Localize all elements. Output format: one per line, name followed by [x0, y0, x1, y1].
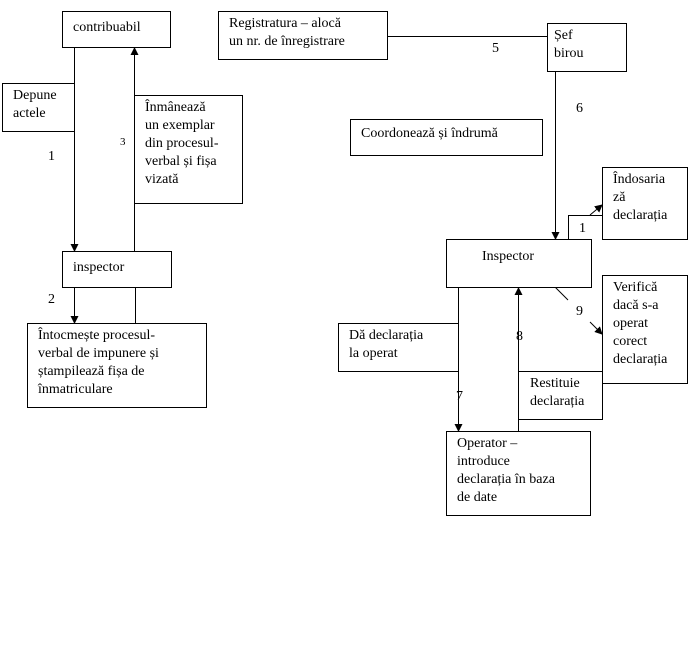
da-declaratia-box: Dă declarația la operat: [338, 323, 459, 372]
registratura-box: Registratura – alocă un nr. de înregistr…: [218, 11, 388, 60]
indosariaza-box: Îndosaria ză declarația: [602, 167, 688, 240]
inspector-box-right: Inspector: [446, 239, 592, 288]
inmaneaza-box: Înmânează un exemplar din procesul- verb…: [134, 95, 243, 204]
line-inspector-to-verifica: [554, 286, 569, 301]
arrow-to-indosariaza: [589, 204, 603, 216]
operator-box: Operator – introduce declarația în baza …: [446, 431, 591, 516]
step-label-1: 1: [48, 149, 55, 164]
intocmeste-box: Întocmește procesul- verbal de impunere …: [27, 323, 207, 408]
step-label-6: 6: [576, 101, 583, 116]
step-label-1-right: 1: [579, 221, 586, 236]
verifica-box: Verifică dacă s-a operat corect declaraț…: [602, 275, 688, 384]
contribuabil-box: contribuabil: [62, 11, 171, 48]
coordoneaza-box: Coordonează și îndrumă: [350, 119, 543, 156]
step-label-3: 3: [120, 136, 126, 148]
arrow-to-verifica: [589, 321, 603, 335]
step-label-2: 2: [48, 292, 55, 307]
line-inspector-to-indosariaza: [568, 215, 602, 239]
step-label-7: 7: [456, 389, 463, 404]
restituie-box: Restituie declarația: [518, 371, 603, 420]
sef-birou-box: Șef birou: [547, 23, 627, 72]
inspector-box-left: inspector: [62, 251, 172, 288]
step-label-9: 9: [576, 304, 583, 319]
depune-actele-box: Depune actele: [2, 83, 75, 132]
step-label-8: 8: [516, 329, 523, 344]
step-label-5: 5: [492, 41, 499, 56]
